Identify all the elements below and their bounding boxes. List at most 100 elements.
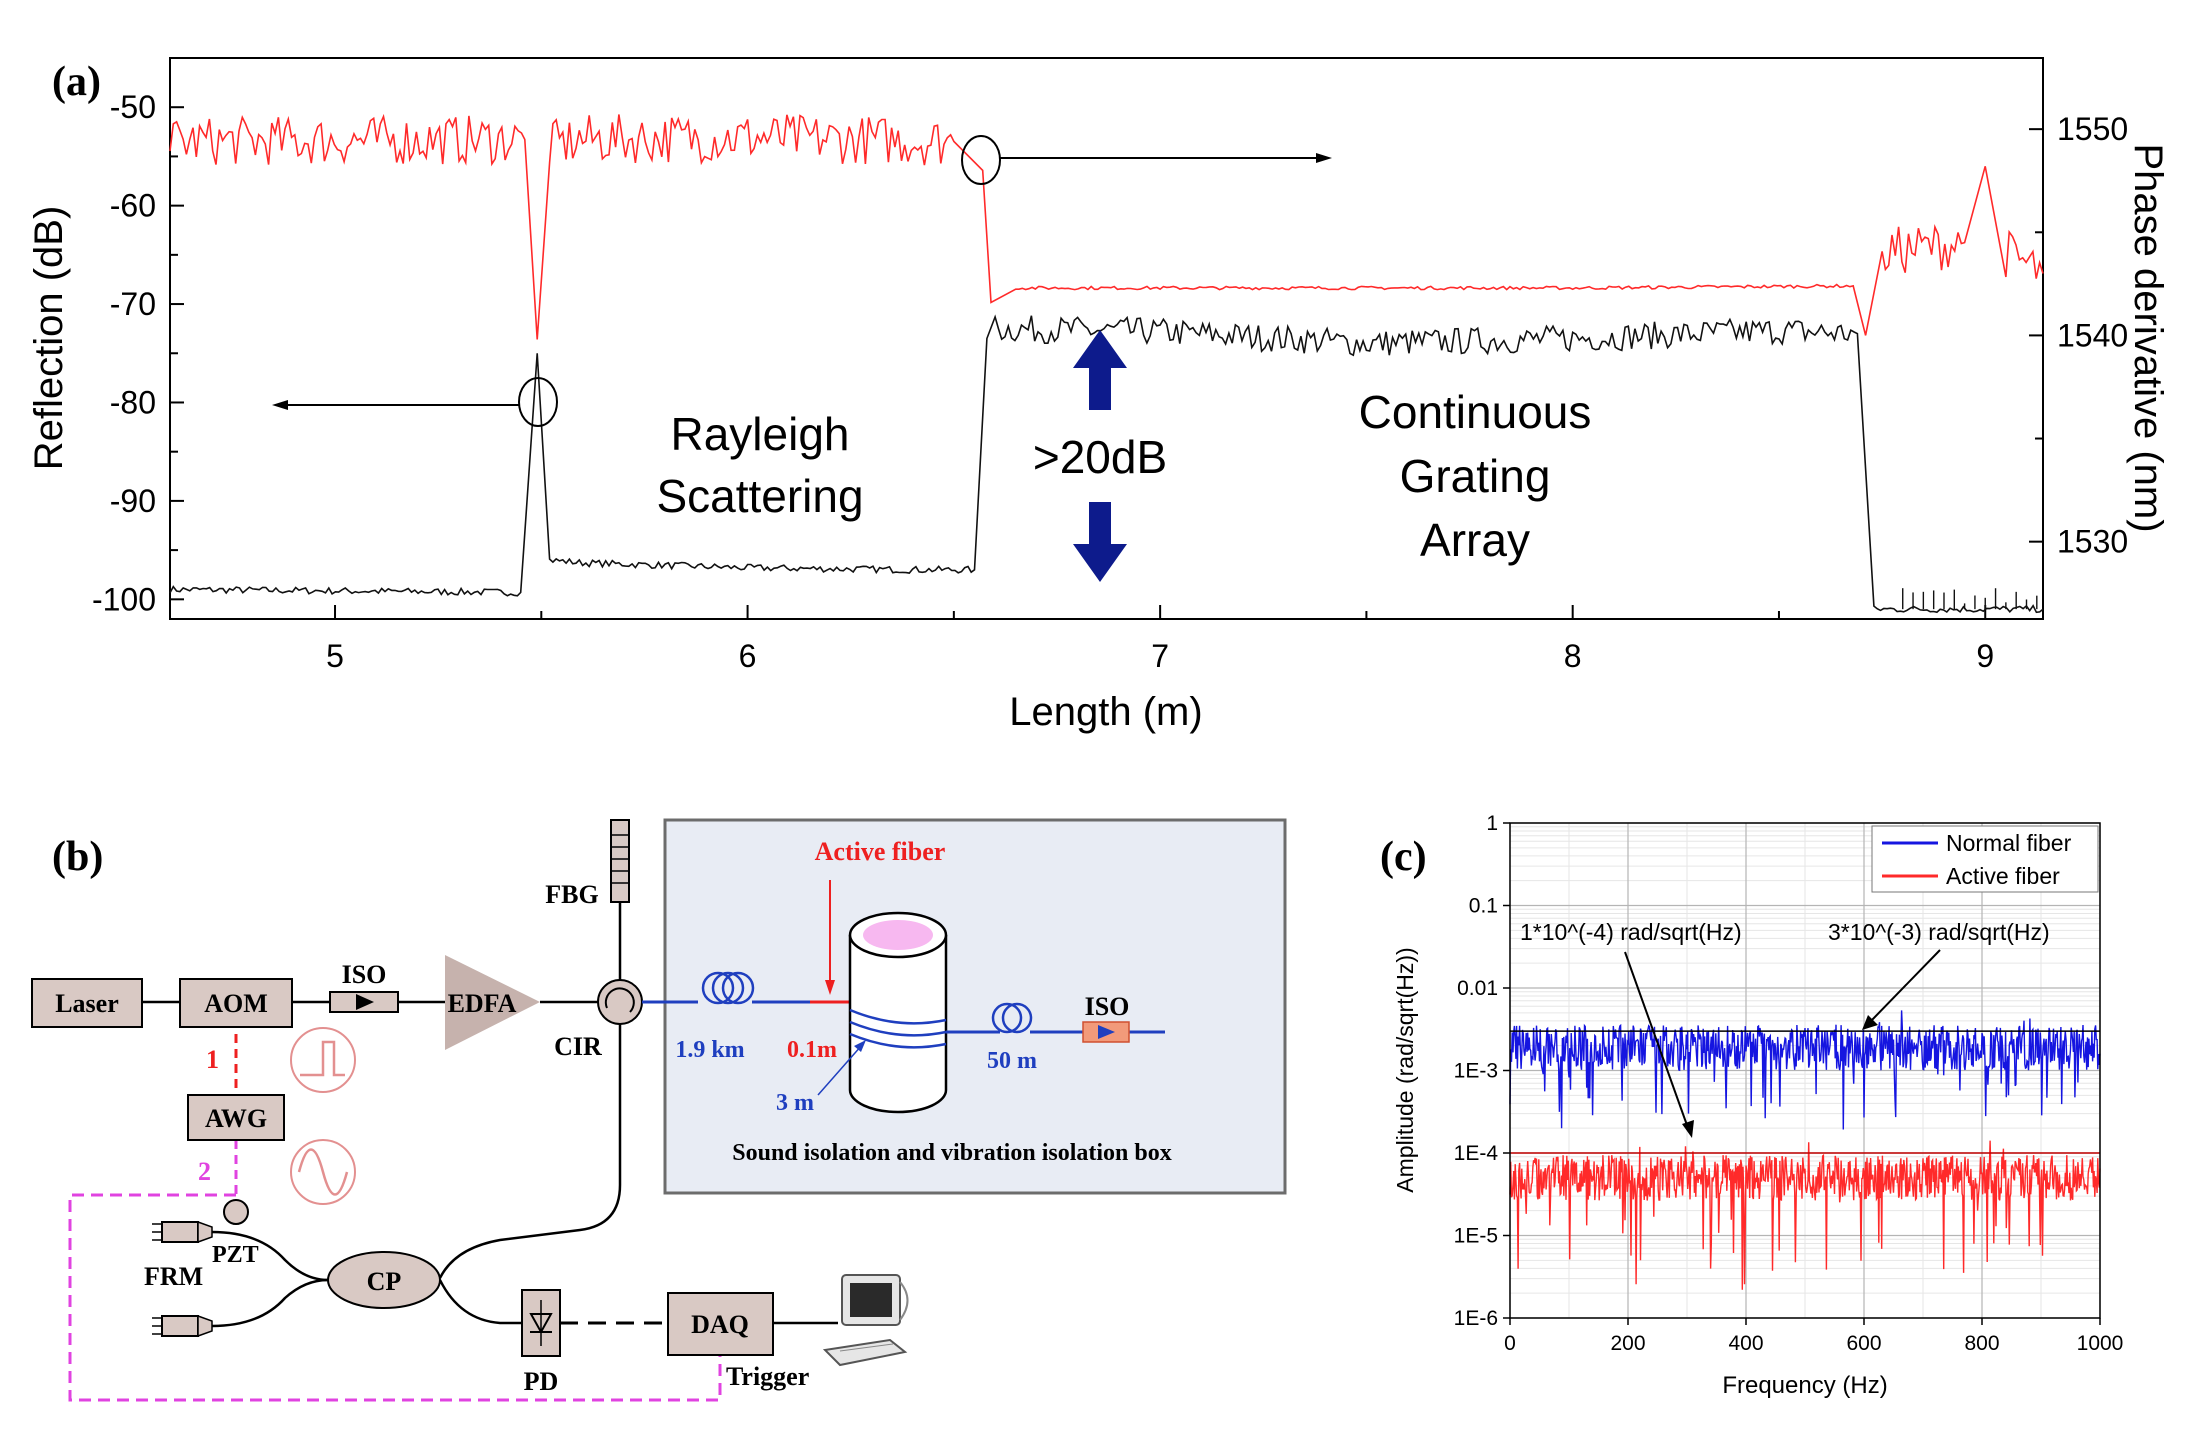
length-50m-label: 50 m <box>987 1048 1037 1074</box>
plot-a-y2tick-label: 1530 <box>2057 524 2128 560</box>
marker-circle-left <box>518 377 558 427</box>
series-normal-fiber-line <box>1509 1010 2101 1130</box>
fbg-stripes <box>611 834 629 884</box>
plot-c-ticks: 0 200 400 600 800 1000 1 0.1 0.01 1E-3 1E-4 1E-5 1E-… <box>1454 812 2124 1355</box>
plot-a-ytick-label: -70 <box>110 286 156 322</box>
plot-a-y2label: Phase derivative (nm) <box>2126 143 2170 532</box>
legend-label-normal: Normal fiber <box>1946 830 2072 856</box>
trigger-label: Trigger <box>726 1362 809 1391</box>
isolation-box-caption: Sound isolation and vibration isolation … <box>732 1140 1171 1166</box>
link-number-1: 1 <box>206 1045 219 1074</box>
plot-a-series <box>169 113 2044 614</box>
plot-a-frame <box>169 57 2044 620</box>
plot-a-ytick-label: -90 <box>110 483 156 519</box>
plot-a-ylabel: Reflection (dB) <box>27 206 71 471</box>
plot-c-xtick-label: 1000 <box>2077 1332 2124 1355</box>
annotation-3e-3-arrow-head-icon <box>1862 1015 1878 1030</box>
frm-label: FRM <box>144 1262 203 1291</box>
active-fiber-label: Active fiber <box>815 837 946 866</box>
aom-box <box>179 978 293 1028</box>
plot-a-y2tick-label: 1550 <box>2057 111 2128 147</box>
plot-a-ytick-label: -80 <box>110 384 156 420</box>
daq-label: DAQ <box>691 1310 749 1339</box>
trigger-link <box>68 1193 722 1402</box>
link-number-2: 2 <box>198 1157 211 1186</box>
frm-1-icon <box>152 1220 213 1244</box>
iso-1-label: ISO <box>342 960 387 989</box>
arrow-right-head-icon <box>1316 153 1332 163</box>
plot-c-ytick-label: 1E-5 <box>1454 1225 1498 1248</box>
active-fiber-arrow-icon <box>825 980 835 995</box>
plot-c-ytick-label: 1 <box>1486 812 1498 835</box>
awg-box <box>187 1094 285 1141</box>
plot-a-xtick-label: 5 <box>326 638 344 674</box>
length-0-1m-label: 0.1m <box>787 1037 837 1063</box>
plot-c-xtick-label: 0 <box>1504 1332 1516 1355</box>
pzt-icon <box>223 1199 249 1225</box>
cp-label: CP <box>367 1267 402 1296</box>
annotation-array: Array <box>1420 514 1530 566</box>
isolator-1-arrow-icon <box>356 994 374 1010</box>
plot-c-legend: Normal fiber Active fiber <box>1871 825 2099 893</box>
fiber-spool-1-9km-icon <box>701 971 755 1005</box>
annotation-1e-4: 1*10^(-4) rad/sqrt(Hz) <box>1520 919 1742 945</box>
fiber-cp-pd <box>438 1279 522 1325</box>
annotation-rayleigh: Rayleigh <box>671 408 850 460</box>
annotation-grating: Grating <box>1400 450 1551 502</box>
frm-2-icon <box>152 1314 213 1338</box>
plot-c-ylabel: Amplitude (rad/sqrt(Hz)) <box>1392 947 1418 1192</box>
sine-waveform <box>297 1148 349 1196</box>
marker-circle-right <box>961 135 1001 185</box>
plot-c-ytick-label: 0.01 <box>1457 977 1498 1000</box>
cir-label: CIR <box>554 1032 602 1061</box>
pd-label: PD <box>524 1367 559 1396</box>
legend-box <box>1871 825 2099 893</box>
plot-a-y2tick-label: 1540 <box>2057 317 2128 353</box>
panel-label-b: (b) <box>52 834 103 880</box>
plot-c-ytick-label: 1E-4 <box>1454 1142 1499 1165</box>
sine-signal-icon <box>290 1139 356 1205</box>
plot-c-xlabel: Frequency (Hz) <box>1722 1372 1887 1399</box>
coupler-icon <box>327 1251 441 1309</box>
length-3m-label: 3 m <box>776 1090 814 1116</box>
plot-c-xtick-label: 200 <box>1610 1332 1645 1355</box>
annotation-3e-3: 3*10^(-3) rad/sqrt(Hz) <box>1828 919 2050 945</box>
fiber-cir-cp <box>438 1024 622 1279</box>
legend-label-active: Active fiber <box>1946 863 2060 889</box>
plot-c-xtick-label: 400 <box>1728 1332 1763 1355</box>
plot-c-xtick-label: 600 <box>1846 1332 1881 1355</box>
daq-box <box>667 1292 774 1356</box>
fbg-grating-icon <box>610 819 630 903</box>
series-active-fiber-line <box>1509 1140 2101 1290</box>
edfa-amplifier-icon <box>445 955 540 1050</box>
panel-label-a: (a) <box>52 59 101 105</box>
laser-label: Laser <box>55 989 119 1018</box>
edfa-label: EDFA <box>448 989 517 1018</box>
pulse-signal-icon <box>290 1027 356 1093</box>
isolation-box <box>663 818 1287 1195</box>
aom-label: AOM <box>204 989 268 1018</box>
plot-a-ytick-label: -50 <box>110 89 156 125</box>
annotation-20db: >20dB <box>1033 431 1167 483</box>
plot-a-xtick-label: 7 <box>1151 638 1169 674</box>
circulator-icon <box>597 979 643 1025</box>
circulator-arrow-icon <box>604 987 635 1013</box>
plot-c-ytick-label: 1E-3 <box>1454 1060 1498 1083</box>
plot-c-xtick-label: 800 <box>1964 1332 1999 1355</box>
fiber-spool-50m-icon <box>991 1002 1033 1034</box>
laser-box <box>31 978 143 1028</box>
plot-a-ytick-label: -100 <box>92 581 156 617</box>
plot-c-grid <box>1509 822 2101 1319</box>
plot-c-ytick-label: 0.1 <box>1469 895 1498 918</box>
annotation-3e-3-arrow <box>1869 949 1941 1023</box>
plot-c-ytick-label: 1E-6 <box>1454 1307 1498 1330</box>
panel-label-c: (c) <box>1380 834 1427 880</box>
plot-a-xtick-label: 9 <box>1976 638 1994 674</box>
annotation-continuous: Continuous <box>1359 386 1592 438</box>
pzt-label: PZT <box>212 1242 259 1268</box>
fiber-frm2-cp <box>211 1278 329 1328</box>
length-1-9km-label: 1.9 km <box>675 1037 744 1063</box>
panel-c-chart: (c) 0 200 400 600 800 1000 1 0.1 0.01 1E-3 1E-4 1E-… <box>1380 812 2123 1399</box>
